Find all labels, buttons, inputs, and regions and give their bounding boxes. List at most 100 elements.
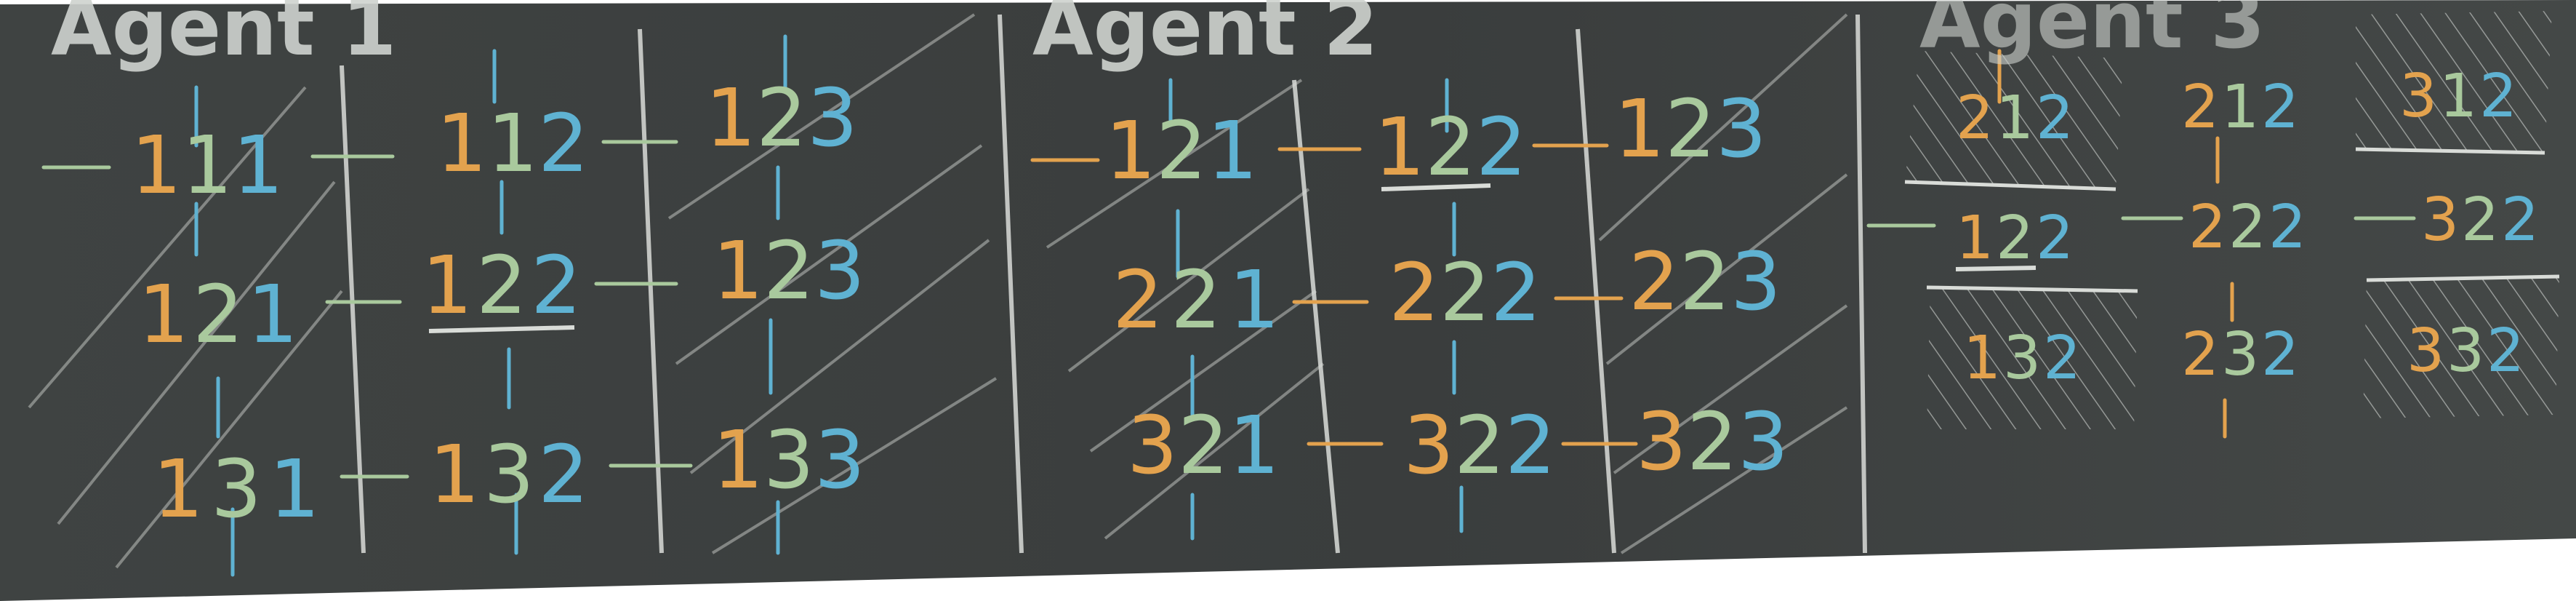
- svg-text:2: 2: [2228, 193, 2266, 262]
- svg-text:2: 2: [1425, 100, 1476, 194]
- svg-text:2: 2: [1505, 399, 1556, 492]
- svg-text:3: 3: [1403, 399, 1454, 492]
- svg-text:2: 2: [2487, 317, 2524, 386]
- svg-text:3: 3: [763, 413, 814, 506]
- heading-agent-2: Agent 2: [1032, 0, 1378, 73]
- svg-text:1: 1: [138, 268, 189, 361]
- svg-text:1: 1: [1614, 82, 1665, 175]
- svg-text:2: 2: [1687, 395, 1738, 488]
- svg-text:2: 2: [1178, 399, 1229, 492]
- hatched-blocks: [1904, 11, 2560, 429]
- svg-text:2: 2: [1956, 84, 1994, 153]
- svg-text:3: 3: [1738, 395, 1789, 488]
- svg-text:2: 2: [538, 97, 589, 190]
- svg-text:3: 3: [211, 442, 262, 536]
- svg-text:2: 2: [763, 224, 814, 317]
- svg-text:1: 1: [1229, 253, 1280, 346]
- svg-text:3: 3: [1636, 395, 1687, 488]
- svg-text:1: 1: [422, 239, 473, 332]
- svg-text:2: 2: [2036, 84, 2074, 153]
- svg-text:1: 1: [1963, 324, 2001, 393]
- svg-text:2: 2: [2181, 73, 2219, 142]
- svg-text:1: 1: [436, 97, 487, 190]
- svg-text:1: 1: [153, 442, 204, 536]
- heading-agent-1: Agent 1: [51, 0, 396, 73]
- svg-text:2: 2: [2036, 204, 2074, 273]
- svg-text:3: 3: [2399, 62, 2437, 131]
- svg-text:1: 1: [269, 442, 320, 536]
- svg-text:2: 2: [1629, 235, 1680, 328]
- svg-text:3: 3: [483, 428, 534, 521]
- svg-text:2: 2: [193, 268, 244, 361]
- svg-text:1: 1: [1207, 104, 1258, 197]
- svg-text:2: 2: [1490, 246, 1541, 339]
- svg-text:1: 1: [1956, 204, 1994, 273]
- svg-text:2: 2: [2261, 73, 2299, 142]
- agent-headings: Agent 1 Agent 2 Agent 3: [51, 0, 2265, 73]
- cross-out-strokes: [28, 13, 1848, 569]
- svg-text:2: 2: [2479, 62, 2517, 131]
- svg-text:2: 2: [476, 239, 527, 332]
- svg-text:3: 3: [814, 224, 865, 317]
- svg-text:2: 2: [1454, 399, 1505, 492]
- svg-text:1: 1: [1996, 84, 2034, 153]
- svg-text:1: 1: [2221, 73, 2259, 142]
- svg-text:3: 3: [2421, 186, 2459, 255]
- svg-text:1: 1: [247, 268, 298, 361]
- svg-text:3: 3: [1716, 82, 1767, 175]
- svg-text:3: 3: [2447, 317, 2484, 386]
- column-dividers: [340, 14, 1867, 554]
- svg-text:1: 1: [1374, 100, 1425, 194]
- svg-text:1: 1: [429, 428, 480, 521]
- svg-text:2: 2: [538, 428, 589, 521]
- svg-text:2: 2: [1680, 235, 1730, 328]
- svg-text:3: 3: [1730, 235, 1781, 328]
- svg-text:2: 2: [1440, 246, 1490, 339]
- svg-text:2: 2: [1156, 104, 1207, 197]
- svg-text:2: 2: [2461, 186, 2499, 255]
- connector-arrows: [194, 34, 2234, 577]
- svg-text:2: 2: [1665, 82, 1716, 175]
- svg-text:1: 1: [713, 224, 763, 317]
- svg-text:1: 1: [487, 97, 538, 190]
- svg-text:2: 2: [2501, 186, 2539, 255]
- svg-text:2: 2: [1171, 253, 1221, 346]
- svg-text:2: 2: [2188, 193, 2226, 262]
- svg-text:1: 1: [705, 71, 756, 164]
- svg-text:2: 2: [1389, 246, 1440, 339]
- heading-agent-3: Agent 3: [1919, 0, 2265, 66]
- svg-text:1: 1: [1105, 104, 1156, 197]
- svg-text:2: 2: [2261, 320, 2299, 389]
- side-arrows: [41, 140, 2416, 479]
- svg-text:3: 3: [807, 71, 858, 164]
- svg-text:1: 1: [233, 119, 284, 212]
- svg-text:2: 2: [1996, 204, 2034, 273]
- svg-text:2: 2: [2181, 320, 2219, 389]
- svg-text:3: 3: [2407, 317, 2444, 386]
